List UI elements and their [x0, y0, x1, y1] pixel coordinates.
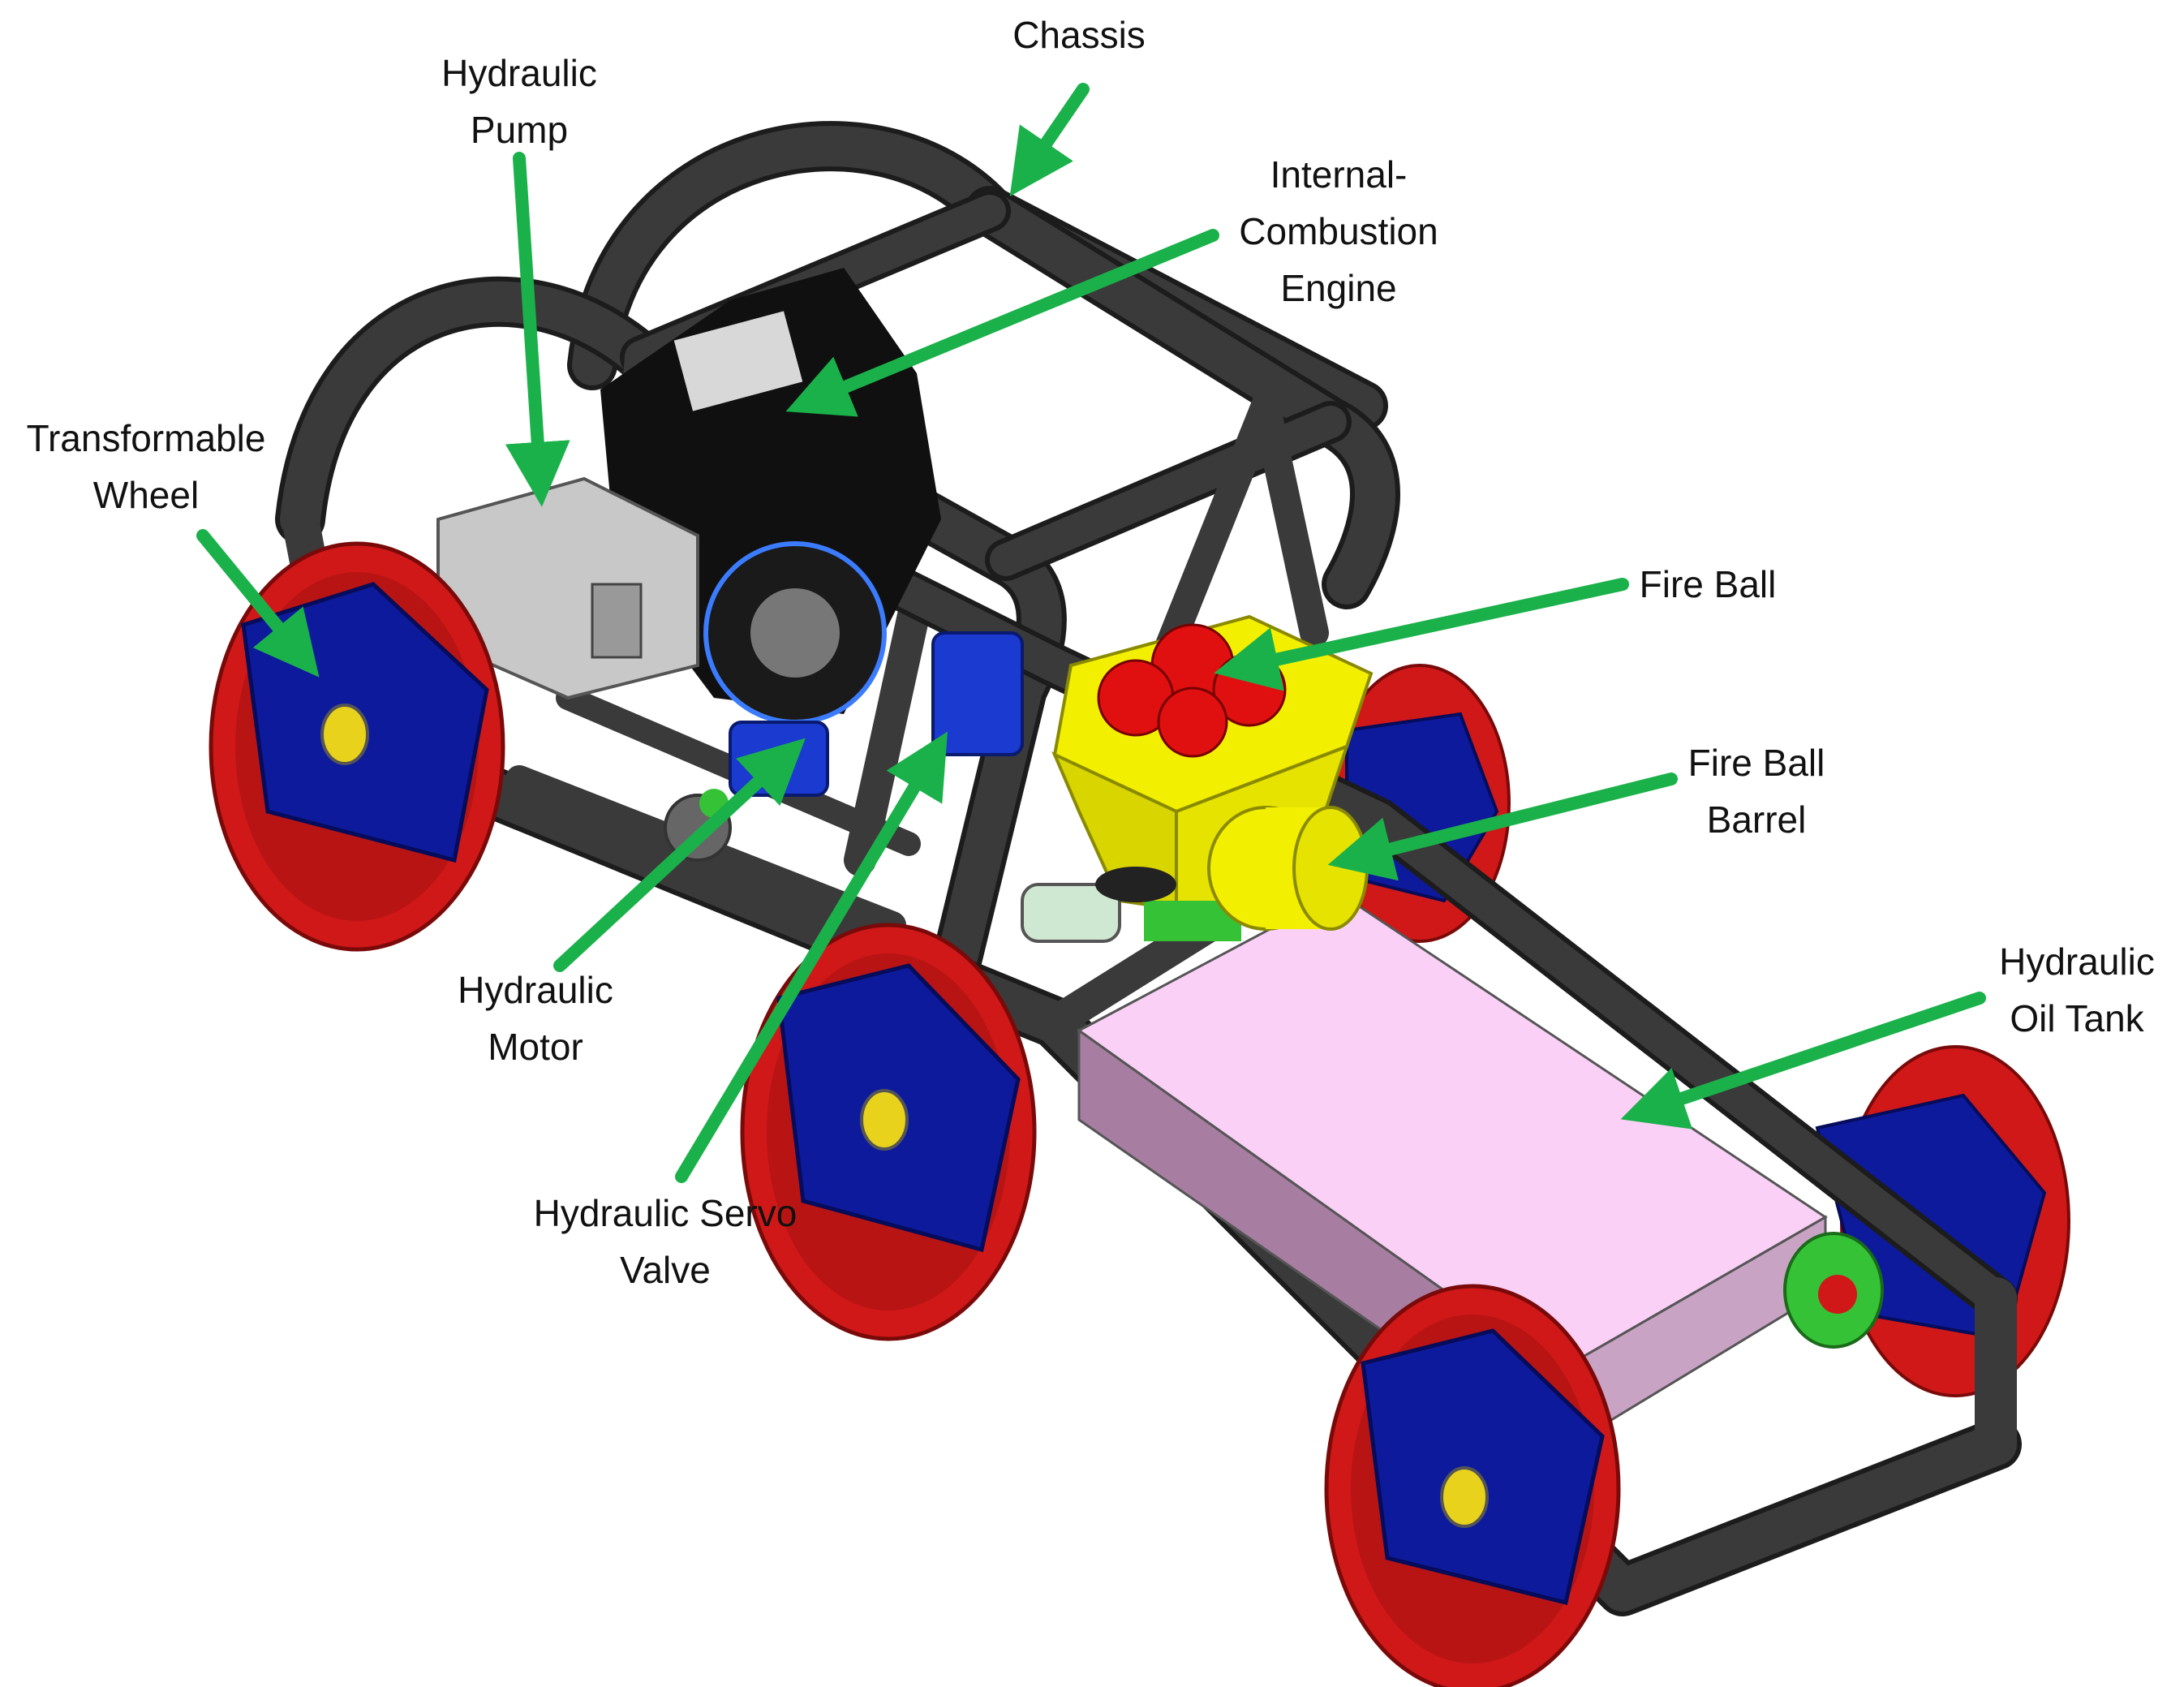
arrow-hydraulic-servo-valve	[675, 731, 948, 1183]
wheel-back-far	[1815, 1045, 2070, 1397]
label-hydraulic-pump: Hydraulic Pump	[441, 52, 597, 151]
wheel-middle-near	[740, 923, 1037, 1341]
label-chassis: Chassis	[1012, 14, 1146, 56]
arrow-hydraulic-motor	[553, 738, 806, 972]
label-transformable-wheel: Transformable Wheel	[26, 417, 266, 516]
hydraulic-pump	[436, 476, 699, 700]
arrow-fire-ball-barrel	[1327, 772, 1678, 881]
arrow-engine	[785, 229, 1219, 417]
arrow-hydraulic-oil-tank	[1620, 992, 1986, 1130]
label-internal-combustion-engine: Internal- Combustion Engine	[1239, 153, 1438, 309]
label-fire-ball-barrel: Fire Ball Barrel	[1687, 742, 1825, 841]
label-fire-ball: Fire Ball	[1639, 563, 1777, 605]
leader-arrows	[196, 83, 1986, 1183]
arrow-hydraulic-pump	[505, 152, 570, 507]
arrow-fire-ball	[1214, 578, 1629, 691]
fire-ball-barrel	[1207, 806, 1369, 931]
label-hydraulic-motor: Hydraulic Motor	[458, 969, 613, 1068]
bearing-bracket	[1783, 1232, 1884, 1349]
wheel-rear-near	[1324, 1284, 1621, 1687]
arrow-transformable-wheel	[196, 529, 320, 678]
label-hydraulic-oil-tank: Hydraulic Oil Tank	[1999, 940, 2155, 1039]
servo-valve-assembly	[1021, 867, 1176, 943]
arrow-chassis	[1009, 83, 1090, 196]
label-hydraulic-servo-valve: Hydraulic Servo Valve	[533, 1192, 798, 1291]
